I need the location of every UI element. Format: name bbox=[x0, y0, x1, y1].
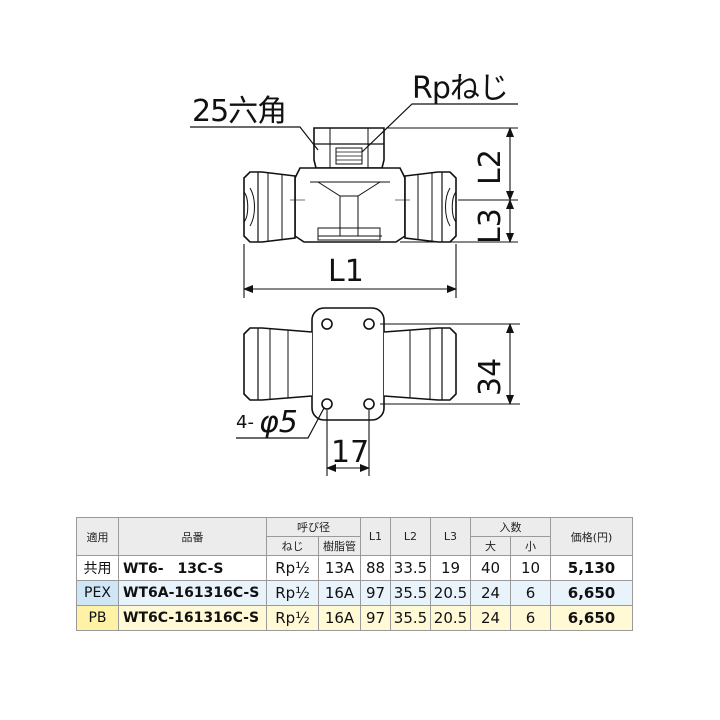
leader-lines bbox=[190, 103, 518, 153]
cell-l2: 33.5 bbox=[390, 555, 431, 581]
table-row: 共用 WT6- 13C-S Rp½ 13A 88 33.5 19 40 10 5… bbox=[76, 555, 633, 581]
cell-price: 6,650 bbox=[550, 580, 633, 606]
header-qty-large: 大 bbox=[470, 536, 511, 556]
dimension-34 bbox=[380, 323, 520, 405]
cell-resin: 16A bbox=[318, 605, 361, 631]
dimension-17 bbox=[326, 410, 370, 476]
cell-qty-small: 6 bbox=[510, 580, 551, 606]
header-qty-group: 入数 bbox=[470, 517, 551, 537]
cell-thread: Rp½ bbox=[266, 555, 319, 581]
cell-resin: 13A bbox=[318, 555, 361, 581]
cell-l3: 20.5 bbox=[430, 605, 471, 631]
thread-label: Rpねじ bbox=[412, 71, 508, 106]
cell-usage: 共用 bbox=[76, 555, 119, 581]
cell-qty-small: 10 bbox=[510, 555, 551, 581]
dim-34-label: 34 bbox=[473, 358, 508, 396]
cell-l1: 97 bbox=[360, 580, 391, 606]
dim-l3-label: L3 bbox=[473, 208, 508, 244]
front-view bbox=[243, 127, 457, 243]
cell-price: 6,650 bbox=[550, 605, 633, 631]
hole-count-label: 4- bbox=[236, 412, 254, 433]
cell-price: 5,130 bbox=[550, 555, 633, 581]
dim-l2-label: L2 bbox=[473, 149, 508, 185]
table-row: PB WT6C-161316C-S Rp½ 16A 97 35.5 20.5 2… bbox=[76, 605, 633, 631]
cell-l3: 20.5 bbox=[430, 580, 471, 606]
cell-l2: 35.5 bbox=[390, 605, 431, 631]
cell-qty-large: 40 bbox=[470, 555, 511, 581]
table-row: PEX WT6A-161316C-S Rp½ 16A 97 35.5 20.5 … bbox=[76, 580, 633, 606]
header-l3: L3 bbox=[430, 517, 471, 556]
hole-dia-label: φ5 bbox=[259, 405, 298, 440]
header-price: 価格(円) bbox=[550, 517, 633, 556]
cell-l2: 35.5 bbox=[390, 580, 431, 606]
dim-17-label: 17 bbox=[331, 435, 369, 470]
cell-l1: 88 bbox=[360, 555, 391, 581]
hole-leader bbox=[236, 407, 325, 439]
cell-code: WT6C-161316C-S bbox=[118, 605, 267, 631]
dimension-l2-l3 bbox=[386, 127, 518, 243]
cell-code: WT6- 13C-S bbox=[118, 555, 267, 581]
header-usage: 適用 bbox=[76, 517, 119, 556]
header-qty-small: 小 bbox=[510, 536, 551, 556]
cell-qty-large: 24 bbox=[470, 580, 511, 606]
cell-qty-small: 6 bbox=[510, 605, 551, 631]
technical-drawing: 25六角 Rpねじ L2 L3 L1 bbox=[190, 71, 520, 476]
cell-thread: Rp½ bbox=[266, 605, 319, 631]
cell-l1: 97 bbox=[360, 605, 391, 631]
header-size-resin: 樹脂管 bbox=[318, 536, 361, 556]
cell-qty-large: 24 bbox=[470, 605, 511, 631]
dim-l1-label: L1 bbox=[328, 254, 364, 289]
cell-usage: PB bbox=[76, 605, 119, 631]
cell-l3: 19 bbox=[430, 555, 471, 581]
dimension-l1 bbox=[243, 244, 457, 298]
cell-usage: PEX bbox=[76, 580, 119, 606]
header-l1: L1 bbox=[360, 517, 391, 556]
header-size-group: 呼び径 bbox=[266, 517, 361, 537]
header-l2: L2 bbox=[390, 517, 431, 556]
header-code: 品番 bbox=[118, 517, 267, 556]
header-size-thread: ねじ bbox=[266, 536, 319, 556]
cell-thread: Rp½ bbox=[266, 580, 319, 606]
cell-resin: 16A bbox=[318, 580, 361, 606]
spec-table: 適用 品番 呼び径 L1 L2 L3 入数 価格(円) ねじ 樹脂管 大 小 共… bbox=[76, 517, 633, 631]
cell-code: WT6A-161316C-S bbox=[118, 580, 267, 606]
hex-size-label: 25六角 bbox=[192, 94, 286, 129]
top-view bbox=[243, 307, 457, 421]
